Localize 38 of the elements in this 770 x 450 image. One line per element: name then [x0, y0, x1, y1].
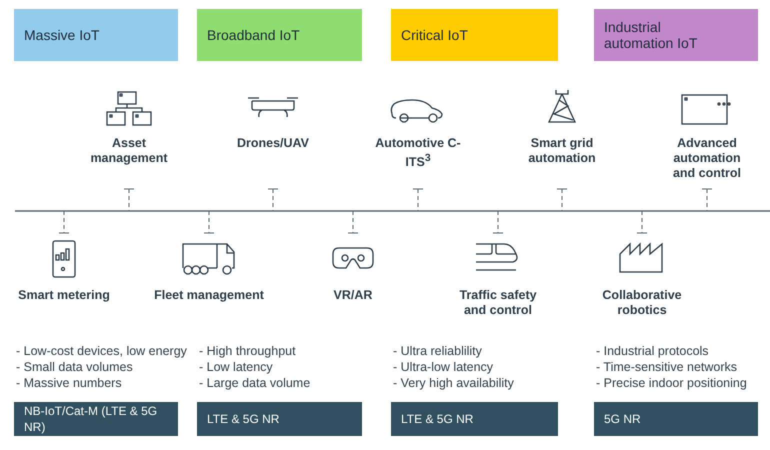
feature-item: - Industrial protocols — [596, 344, 709, 359]
use-case-label: Smart grid automation — [527, 136, 597, 166]
category-title: NB-IoT/Cat-M (LTE & 5G NR) — [24, 403, 158, 435]
use-case-label: Advanced automation and control — [672, 136, 742, 181]
category-title: Massive IoT — [24, 27, 100, 43]
technology-bar — [14, 402, 178, 436]
feature-item: - High throughput — [199, 344, 296, 359]
feature-item: - Low latency — [199, 360, 273, 375]
feature-item: - Massive numbers — [16, 376, 122, 391]
use-case-label: VR/AR — [332, 288, 374, 303]
category-header — [14, 9, 178, 61]
use-case-label: Fleet management — [153, 288, 265, 303]
category-header — [391, 9, 558, 61]
category-title: LTE & 5G NR — [401, 411, 474, 427]
technology-bar — [391, 402, 558, 436]
category-title: 5G NR — [604, 411, 641, 427]
category-title: Industrial automation IoT — [604, 19, 698, 51]
technology-bar — [594, 402, 758, 436]
use-case-label: Smart metering — [17, 288, 111, 303]
use-case-label: Drones/UAV — [236, 136, 310, 151]
category-title: Broadband IoT — [207, 27, 300, 43]
category-title: LTE & 5G NR — [207, 411, 280, 427]
feature-item: - Ultra reliablility — [393, 344, 482, 359]
use-case-label: Asset management — [89, 136, 169, 166]
feature-item: - Ultra-low latency — [393, 360, 494, 375]
feature-item: - Low-cost devices, low energy — [16, 344, 187, 359]
feature-item: - Small data volumes — [16, 360, 133, 375]
use-case-label: Collaborative robotics — [601, 288, 683, 318]
feature-item: - Precise indoor positioning — [596, 376, 747, 391]
feature-item: - Time-sensitive networks — [596, 360, 738, 375]
category-header — [594, 9, 758, 61]
category-title: Critical IoT — [401, 27, 468, 43]
feature-item: - Very high availability — [393, 376, 514, 391]
use-case-label: Automotive C-ITS$^{3}$ — [374, 136, 462, 170]
technology-bar — [197, 402, 362, 436]
use-case-label: Traffic safety and control — [458, 288, 538, 318]
category-header — [197, 9, 362, 61]
feature-item: - Large data volume — [199, 376, 310, 391]
